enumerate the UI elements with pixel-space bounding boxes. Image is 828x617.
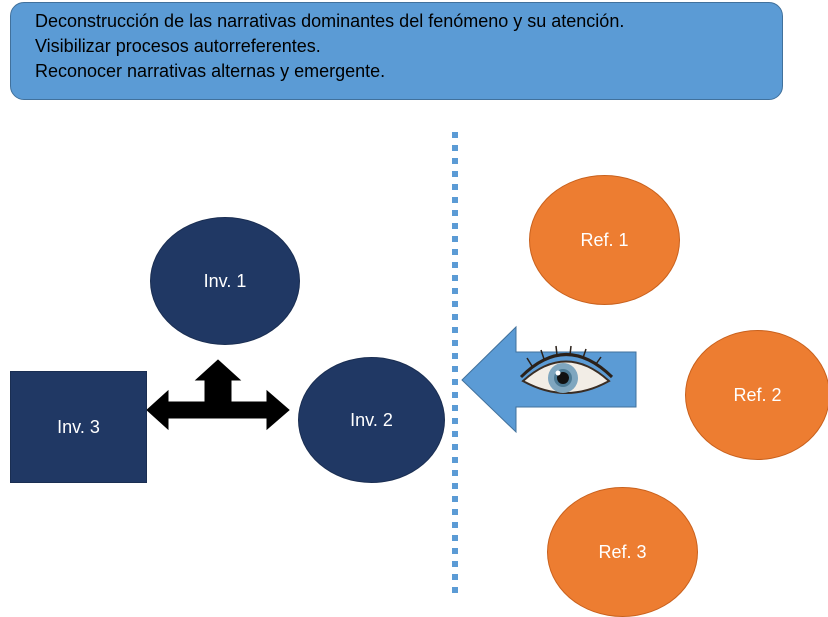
eye-icon [519,345,614,394]
ref-2-node: Ref. 2 [685,330,828,460]
ref-2-label: Ref. 2 [733,384,782,405]
ref-3-node: Ref. 3 [547,487,698,617]
inv-3-label: Inv. 3 [57,416,100,437]
inv-2-node: Inv. 2 [298,357,445,483]
inv-1-node: Inv. 1 [150,217,300,345]
ref-3-label: Ref. 3 [598,541,647,562]
three-way-arrow-icon [146,359,290,431]
inv-2-label: Inv. 2 [350,409,393,430]
objective-line-3: Reconocer narrativas alternas y emergent… [35,61,386,81]
objective-line-1: Deconstrucción de las narrativas dominan… [35,11,625,31]
inv-1-label: Inv. 1 [203,270,247,291]
ref-1-label: Ref. 1 [580,229,629,250]
ref-1-node: Ref. 1 [529,175,680,305]
objectives-banner: Deconstrucción de las narrativas dominan… [10,2,783,100]
objective-line-2: Visibilizar procesos autorreferentes. [35,36,321,56]
inv-3-node: Inv. 3 [10,371,147,483]
